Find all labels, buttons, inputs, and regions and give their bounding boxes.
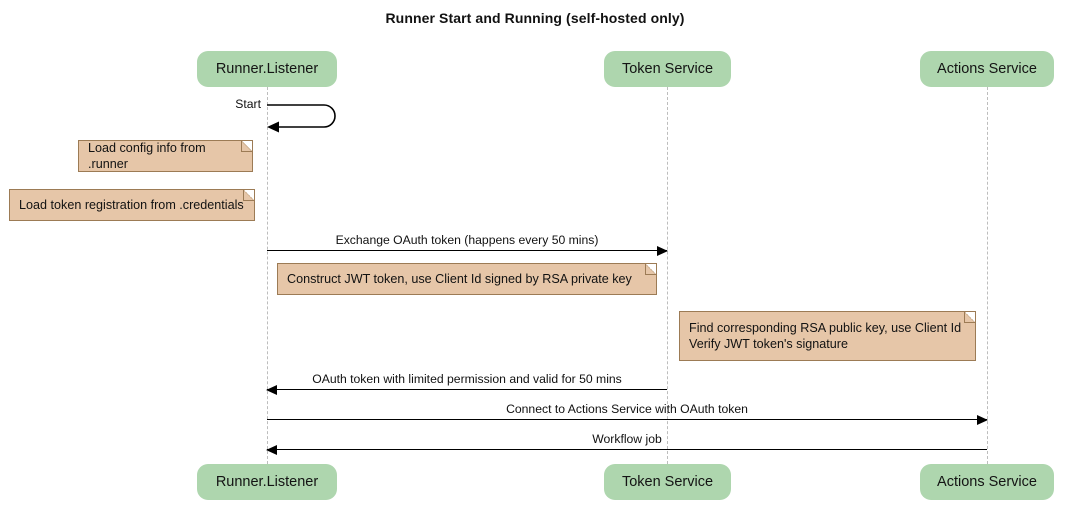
note-fold-corner-icon (241, 141, 252, 152)
participant-label: Token Service (621, 61, 714, 77)
message-label-m3: OAuth token with limited permission and … (312, 372, 622, 386)
page-title: Runner Start and Running (self-hosted on… (385, 10, 685, 26)
arrowhead-right-icon (977, 415, 988, 425)
note-text: Load config info from .runner (88, 141, 206, 171)
participant-label: Token Service (621, 474, 714, 490)
participant-runner-bottom[interactable]: Runner.Listener (197, 464, 337, 500)
participant-label: Runner.Listener (215, 61, 319, 77)
note-fold-corner-icon (243, 190, 254, 201)
message-m5 (266, 445, 987, 455)
participant-runner-top[interactable]: Runner.Listener (197, 51, 337, 87)
message-m2 (267, 246, 668, 256)
note-fold-corner-icon (645, 264, 656, 275)
arrowhead-right-icon (657, 246, 668, 256)
lifeline-token (667, 87, 668, 464)
note-n1: Load config info from .runner (78, 140, 253, 172)
participant-label: Runner.Listener (215, 474, 319, 490)
participant-token-bottom[interactable]: Token Service (604, 464, 731, 500)
note-text: Construct JWT token, use Client Id signe… (287, 272, 632, 286)
arrowhead-left-icon (266, 445, 277, 455)
message-m4 (267, 415, 988, 425)
note-text: Find corresponding RSA public key, use C… (689, 321, 962, 351)
note-n2: Load token registration from .credential… (9, 189, 255, 221)
participant-actions-top[interactable]: Actions Service (920, 51, 1054, 87)
note-text: Load token registration from .credential… (19, 198, 244, 212)
arrowhead-left-icon (266, 385, 277, 395)
participant-token-top[interactable]: Token Service (604, 51, 731, 87)
note-fold-corner-icon (964, 312, 975, 323)
lifeline-runner (267, 87, 268, 464)
self-loop-path (267, 104, 336, 133)
participant-label: Actions Service (937, 474, 1037, 490)
message-label-m1: Start (235, 97, 261, 111)
participant-actions-bottom[interactable]: Actions Service (920, 464, 1054, 500)
lifeline-actions (987, 87, 988, 464)
message-label-m4: Connect to Actions Service with OAuth to… (506, 402, 748, 416)
note-n4: Find corresponding RSA public key, use C… (679, 311, 976, 361)
participant-label: Actions Service (937, 61, 1037, 77)
message-label-m2: Exchange OAuth token (happens every 50 m… (335, 233, 599, 247)
message-m3 (266, 385, 667, 395)
note-n3: Construct JWT token, use Client Id signe… (277, 263, 657, 295)
message-label-m5: Workflow job (592, 432, 662, 446)
message-m1 (267, 104, 339, 139)
